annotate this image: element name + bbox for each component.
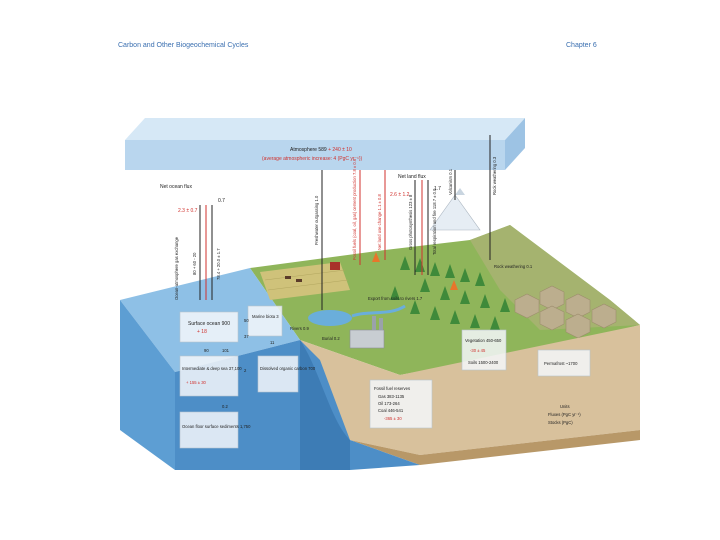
volcano (429, 194, 481, 231)
flux-11: 11 (270, 340, 275, 345)
rock-weathering-lower-label: Rock weathering 0.1 (494, 264, 533, 269)
fossil-fuel-flux-label: Fossil fuels (coal, oil, gas) cement pro… (352, 158, 357, 260)
fire-icon (372, 252, 458, 290)
net-ocean-flux-label: Net ocean flux (160, 184, 192, 190)
fossil-change: -365 ± 30 (384, 416, 402, 421)
surface-ocean-label: Surface ocean 900 (188, 321, 230, 327)
total-respiration-label: Total respiration and fire 118.7 ± 0.0 (432, 188, 437, 255)
chapter-section-title: Carbon and Other Biogeochemical Cycles (118, 42, 249, 49)
net-land-flux-anthropogenic: 2.6 ± 1.2 (390, 192, 410, 198)
oil-reserve: Oil 173-264 (378, 401, 400, 406)
burial-label: Burial 0.2 (322, 336, 340, 341)
export-soils-label: Export from soils to rivers 1.7 (368, 296, 423, 301)
forest (390, 256, 510, 330)
barn (330, 262, 340, 270)
net-land-flux-natural: 1.7 (434, 186, 441, 192)
vegetation-label: Vegetation 450-650 (465, 338, 502, 343)
ocean-exchange-arrows (199, 205, 213, 300)
flux-0-2: 0.2 (222, 404, 228, 409)
land-flux-arrows (321, 135, 491, 310)
flux-90: 90 (204, 348, 209, 353)
units-title: Units (560, 404, 570, 409)
atmosphere-increase: (average atmospheric increase: 4 (PgC yr… (262, 156, 363, 162)
fossil-reserves-label: Fossil fuel reserves (374, 386, 410, 391)
cattle (285, 276, 302, 282)
marine-biota-label: Marine biota 3 (252, 314, 279, 319)
permafrost-label: Permafrost ~1700 (544, 361, 578, 366)
flux-37: 37 (244, 334, 249, 339)
ocean-release-value: 78.4 + 20.0 ± 1.7 (216, 248, 221, 280)
rivers-label: Rivers 0.9 (290, 326, 310, 331)
units-stocks: Stocks (PgC) (548, 420, 573, 425)
volcanism-label: Volcanism 0.1 (448, 168, 453, 195)
units-fluxes: Fluxes (PgC yr⁻¹) (548, 412, 581, 417)
coal-reserve: Coal 446-541 (378, 408, 404, 413)
river (351, 304, 406, 318)
freshwater-outgassing-label: Freshwater outgassing 1.0 (314, 195, 319, 245)
flux-2: 2 (244, 368, 247, 373)
surface-ocean-change: + 18 (197, 329, 207, 335)
rock-weathering-label: Rock weathering 0.3 (492, 156, 497, 195)
permafrost-pattern (514, 285, 617, 339)
ocean-floor-label: Ocean floor surface sediments 1,750 (182, 424, 251, 429)
gas-reserve: Gas 383-1135 (378, 394, 405, 399)
ocean-front-face (120, 300, 175, 470)
ocean-boxes (179, 305, 299, 449)
vegetation-change: -30 ± 45 (470, 348, 486, 353)
intermediate-deep-change: + 155 ± 30 (186, 380, 207, 385)
chapter-label: Chapter 6 (566, 42, 597, 49)
net-ocean-flux-natural: 0.7 (218, 198, 225, 204)
soils-label: Soils 1500-2400 (468, 360, 499, 365)
ocean-atmosphere-exchange-label: Ocean-atmosphere gas exchange (174, 236, 179, 300)
factory (349, 316, 385, 349)
land-boxes (369, 329, 591, 429)
lake (308, 310, 352, 326)
atmosphere-stock: Atmosphere 589 + 240 ± 10 (290, 147, 352, 153)
net-land-flux-label: Net land flux (398, 174, 426, 180)
gross-photosynthesis-label: Gross photosynthesis 123 ± 8 (408, 194, 413, 250)
ocean-uptake-value: 80 + 60 - 20 (192, 252, 197, 275)
flux-101: 101 (222, 348, 230, 353)
flux-50: 50 (244, 318, 249, 323)
dissolved-organic-label: Dissolved organic carbon 700 (260, 366, 316, 371)
farmland (260, 262, 350, 300)
land-use-change-label: Net land use change 1.1 ± 0.8 (377, 193, 382, 250)
atmosphere-band (125, 118, 525, 170)
net-ocean-flux-anthropogenic: 2.3 ± 0.7 (178, 208, 198, 214)
intermediate-deep-label: Intermediate & deep sea 37,100 (182, 366, 242, 371)
